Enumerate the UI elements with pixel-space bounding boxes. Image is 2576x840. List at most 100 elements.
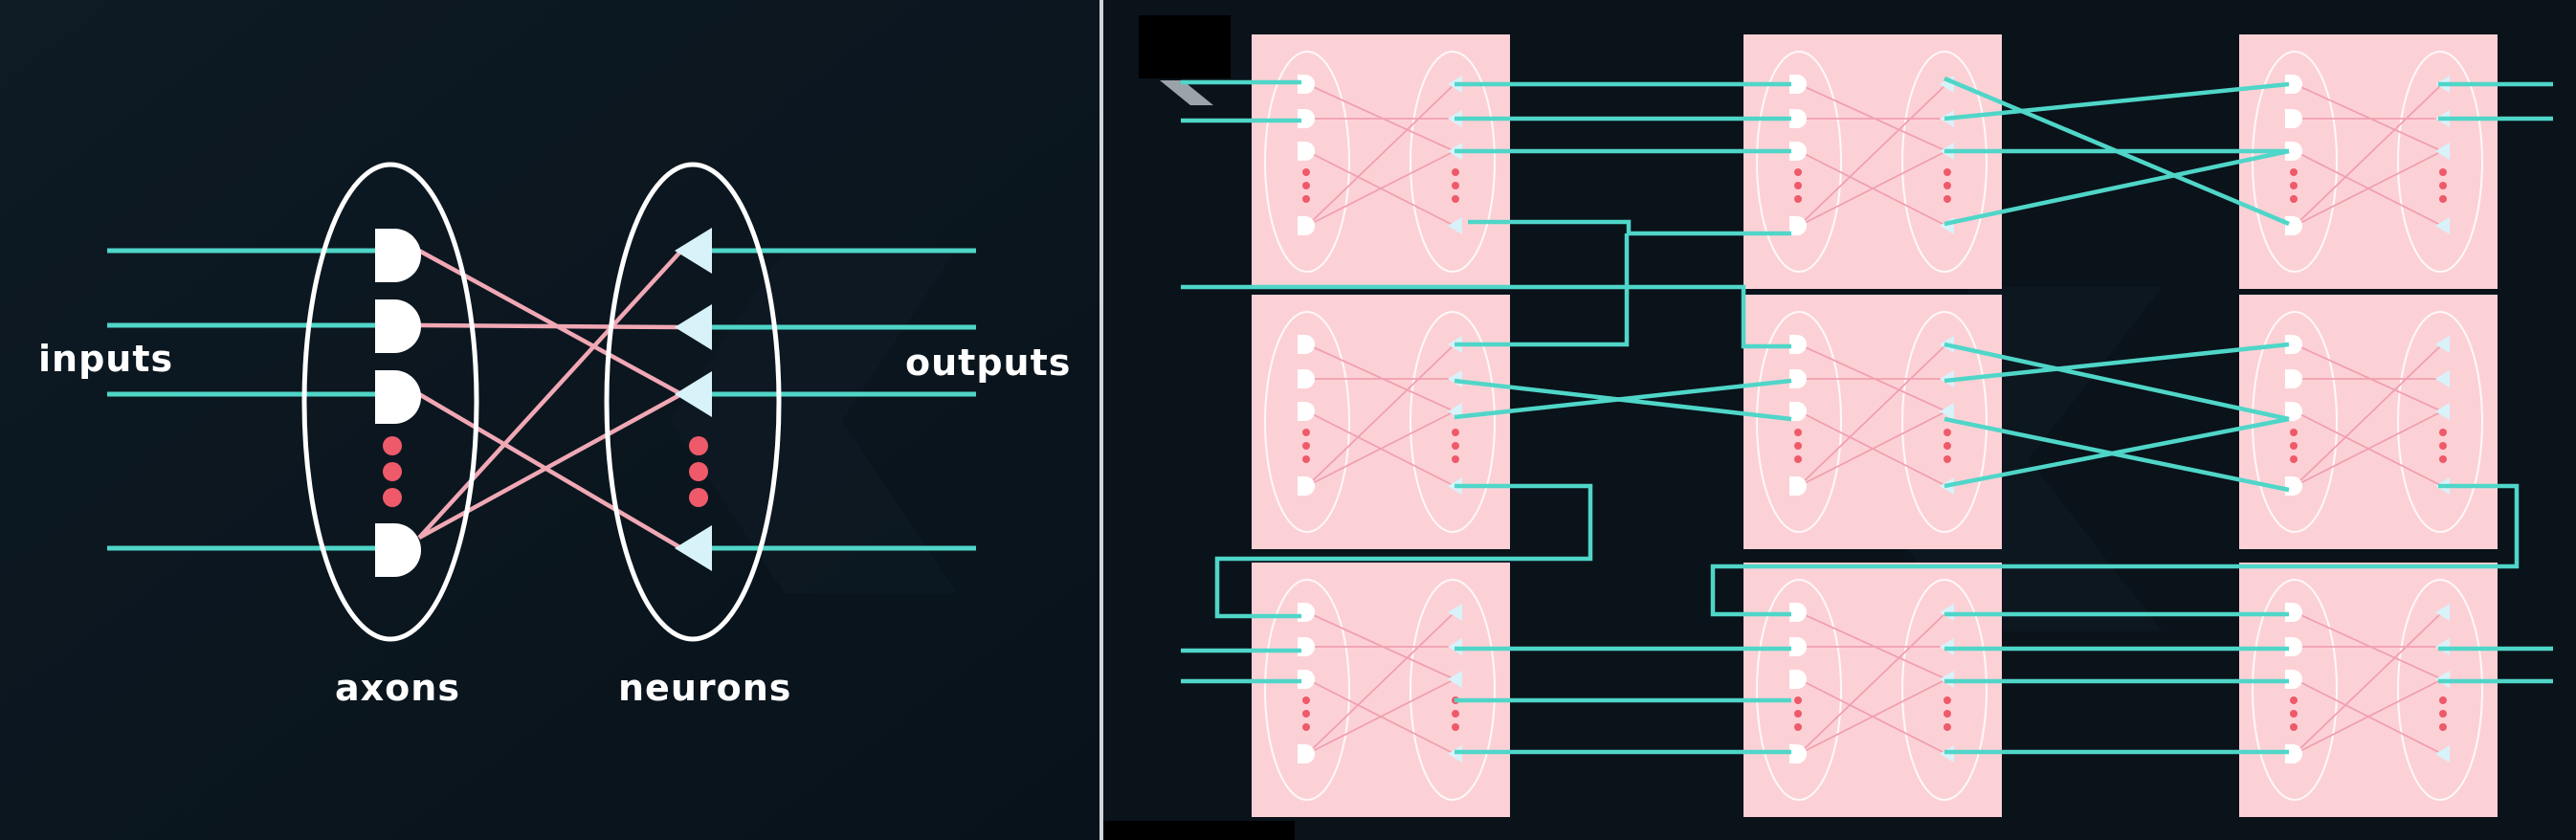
core-background <box>1252 34 1510 289</box>
ellipsis-dot <box>1302 696 1310 704</box>
synapse-line <box>417 392 683 540</box>
axon-gate-icon <box>2285 402 2302 421</box>
routing-wire <box>1710 483 2520 617</box>
cores-layer <box>1252 34 2498 817</box>
core-block <box>1743 34 2002 289</box>
neurons-ellipse <box>2397 311 2483 533</box>
axon-gate-icon <box>2285 369 2302 388</box>
corner-black-box <box>1139 15 1231 78</box>
axons-ellipse <box>1264 579 1350 801</box>
neuron-triangle-icon <box>2435 370 2450 387</box>
axon-gate-icon <box>2285 216 2302 235</box>
axon-gate-icon <box>2285 670 2302 689</box>
axon-gate-icon <box>1789 476 1807 496</box>
synapse-line <box>1798 611 1947 680</box>
axon-gate-icon <box>375 523 421 577</box>
ellipsis-dot <box>1943 429 1951 436</box>
ellipsis-dot <box>1452 429 1459 436</box>
neurons-ellipse <box>604 162 782 642</box>
axon-gate-icon <box>1298 637 1315 656</box>
ellipsis-dot <box>1794 455 1802 463</box>
neuron-triangle-icon <box>675 228 712 274</box>
ellipsis-dot <box>2290 442 2298 450</box>
synapse-line <box>1306 83 1455 152</box>
synapse-line <box>1798 150 1947 227</box>
ellipsis-dot <box>1794 168 1802 176</box>
neuron-triangles <box>675 228 712 571</box>
background-chevron <box>670 249 957 593</box>
axons-ellipse <box>2252 51 2338 273</box>
axon-gate-icon <box>1789 637 1807 656</box>
axon-gate-icon <box>2285 744 2302 763</box>
axon-gate-icon <box>1789 109 1807 128</box>
ellipsis-dot <box>2290 429 2298 436</box>
axon-gate-icon <box>1298 670 1315 689</box>
axon-gate-icon <box>1298 476 1315 496</box>
left-panel-background <box>0 0 1099 840</box>
synapse-line <box>2294 678 2443 755</box>
axon-gate-icon <box>1298 142 1315 161</box>
label-axons: axons <box>335 667 460 709</box>
ellipsis-dot <box>1943 696 1951 704</box>
ellipsis-dot <box>1794 195 1802 203</box>
axon-gate-icon <box>1298 75 1315 94</box>
routing-wire <box>1943 416 2290 489</box>
axons-ellipse <box>1264 51 1350 273</box>
core-grid-panel <box>1103 0 2576 840</box>
neuron-triangle-icon <box>1448 671 1462 688</box>
neuron-ellipsis-dots <box>689 436 708 507</box>
ellipsis-dot <box>2439 710 2447 718</box>
ellipsis-dot <box>1943 182 1951 189</box>
synapse-line <box>2294 83 2443 152</box>
synapse-line <box>2294 410 2443 487</box>
ellipsis-dot <box>1302 195 1310 203</box>
core-background <box>2239 563 2498 817</box>
axon-gate-icon <box>1789 603 1807 622</box>
synapse-line <box>2294 611 2443 680</box>
core-block <box>1743 563 2002 817</box>
synapse-line <box>1798 343 1947 487</box>
ellipsis-dot <box>1452 710 1459 718</box>
ellipsis-dot <box>383 436 402 455</box>
ellipsis-dot <box>1452 723 1459 731</box>
ellipsis-dot <box>1452 442 1459 450</box>
routing-wire <box>1943 81 2290 122</box>
ellipsis-dot <box>1302 182 1310 189</box>
ellipsis-dot <box>1302 455 1310 463</box>
synapse-line <box>1798 678 1947 755</box>
axon-gate-icon <box>2285 476 2302 496</box>
core-background <box>1743 563 2002 817</box>
ellipsis-dot <box>2290 696 2298 704</box>
input-wires <box>107 248 375 551</box>
axon-gate-icon <box>1298 216 1315 235</box>
ellipsis-dot <box>2439 182 2447 189</box>
ellipsis-dot <box>1302 710 1310 718</box>
output-wires <box>710 248 976 551</box>
ellipsis-dot <box>2290 182 2298 189</box>
ellipsis-dot <box>2290 168 2298 176</box>
ellipsis-dot <box>2290 195 2298 203</box>
axon-gate-icon <box>1789 142 1807 161</box>
ellipsis-dot <box>1794 442 1802 450</box>
neuron-triangle-icon <box>1448 217 1462 234</box>
ellipsis-dot <box>1943 168 1951 176</box>
ellipsis-dot <box>2439 723 2447 731</box>
neuron-triangle-icon <box>2435 217 2450 234</box>
synapse-line <box>1798 83 1947 227</box>
routing-wire <box>1454 378 1792 420</box>
neuron-triangle-icon <box>1448 604 1462 621</box>
ellipsis-dot <box>1452 182 1459 189</box>
axon-gate-icon <box>1789 216 1807 235</box>
routing-wire <box>1943 342 2290 422</box>
ellipsis-dot <box>1302 442 1310 450</box>
ellipsis-dot <box>1302 723 1310 731</box>
ellipsis-dot <box>383 462 402 481</box>
ellipsis-dot <box>1943 195 1951 203</box>
neurons-ellipse <box>2397 579 2483 801</box>
core-block <box>2239 295 2498 549</box>
core-block <box>2239 563 2498 817</box>
synapse-line <box>1798 83 1947 152</box>
axon-ellipsis-dots <box>383 436 402 507</box>
neurons-ellipse <box>1901 311 1988 533</box>
axon-gate-icon <box>1298 335 1315 354</box>
